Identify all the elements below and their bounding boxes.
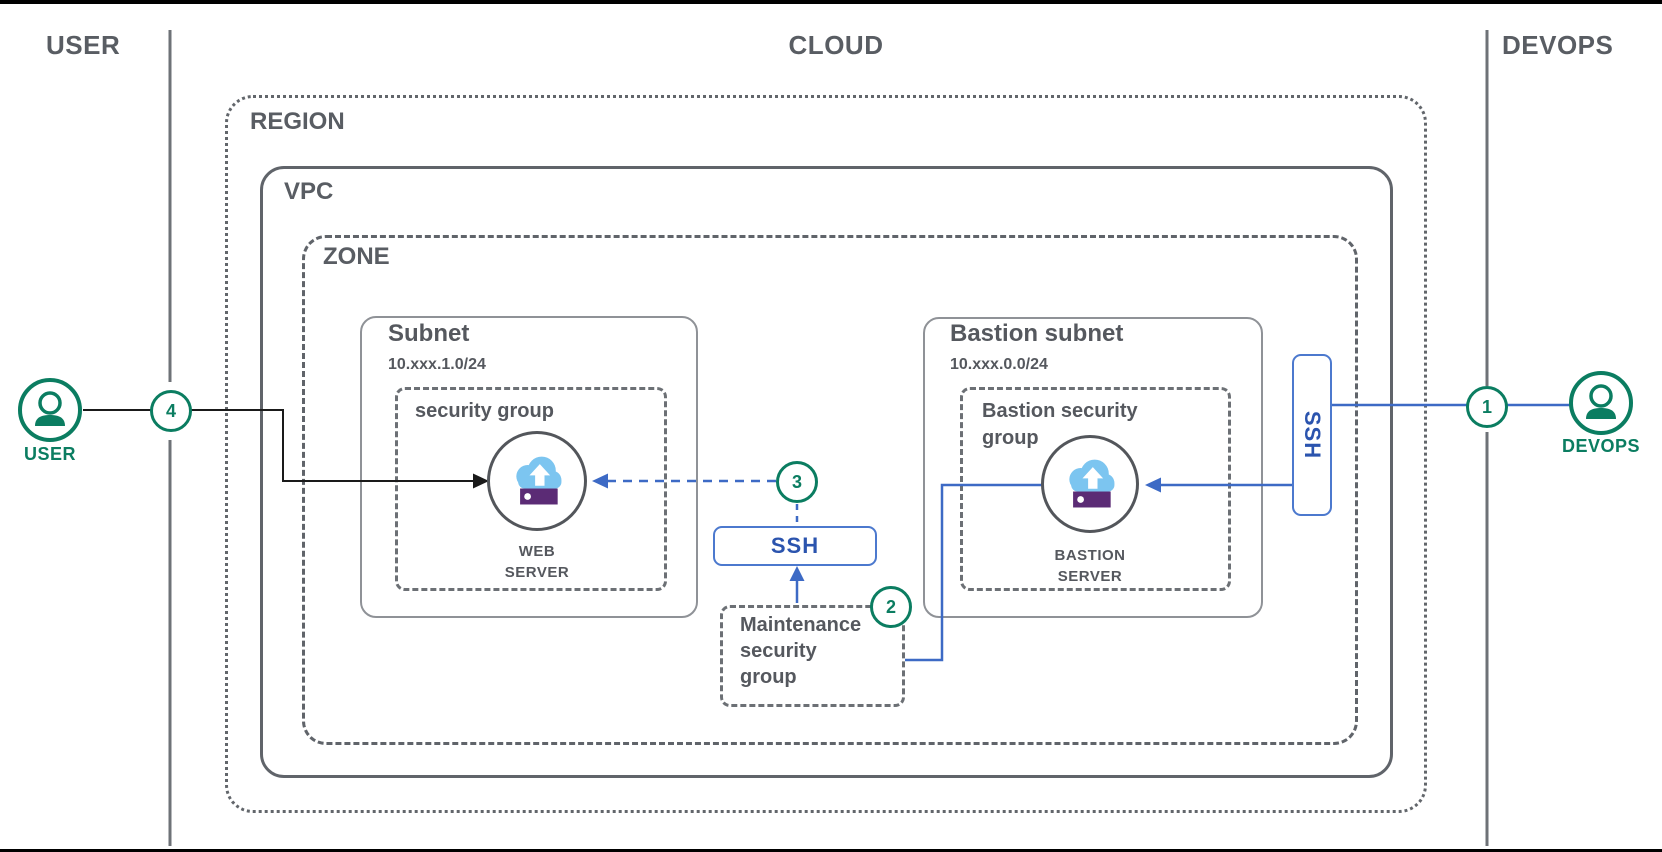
lane-label-user: USER <box>46 30 121 60</box>
devops-icon <box>1568 370 1634 441</box>
vpc-label: VPC <box>284 178 334 205</box>
user-icon <box>17 377 83 448</box>
ssh-box-horizontal: SSH <box>713 526 877 566</box>
lane-label-devops: DEVOPS <box>1502 30 1614 60</box>
maintenance-security-group-label: Maintenance security group <box>740 612 861 690</box>
cloud-upload-server-icon <box>1069 459 1115 508</box>
bastion-security-group-label: Bastion security group <box>982 398 1138 452</box>
maintenance-line2: security <box>740 640 817 662</box>
web-server-label: WEB SERVER <box>504 543 570 581</box>
step-2-badge: 2 <box>870 586 912 628</box>
zone-box <box>302 235 1358 745</box>
step-4-badge: 4 <box>150 390 192 432</box>
bastion-subnet-box <box>923 317 1263 618</box>
cloud-upload-server-icon <box>516 456 562 505</box>
bastion-server-icon <box>1041 435 1139 533</box>
bastion-subnet-cidr: 10.xxx.0.0/24 <box>950 356 1048 373</box>
web-subnet-box <box>360 316 698 618</box>
devops-icon-label: DEVOPS <box>1561 436 1641 456</box>
web-subnet-title: Subnet <box>388 320 470 347</box>
step-1-badge: 1 <box>1466 386 1508 428</box>
region-label: REGION <box>250 108 345 135</box>
bastion-security-group-line1: Bastion security <box>982 400 1138 422</box>
bastion-security-group-box <box>960 387 1231 591</box>
ssh-box-vertical: SSH <box>1292 354 1332 516</box>
web-security-group-label: security group <box>415 400 554 422</box>
bastion-server-label: BASTION SERVER <box>1054 547 1126 585</box>
web-server-icon <box>487 431 587 531</box>
bastion-security-group-line2: group <box>982 427 1039 449</box>
top-border <box>0 0 1662 4</box>
web-security-group-box <box>395 387 667 591</box>
maintenance-line3: group <box>740 666 797 688</box>
step-3-badge: 3 <box>776 461 818 503</box>
bottom-border <box>0 849 1662 852</box>
zone-label: ZONE <box>323 243 390 270</box>
vpc-box <box>260 166 1393 778</box>
bastion-subnet-title: Bastion subnet <box>950 320 1124 347</box>
maintenance-line1: Maintenance <box>740 614 862 636</box>
web-subnet-cidr: 10.xxx.1.0/24 <box>388 356 486 373</box>
region-box <box>225 95 1427 813</box>
maintenance-security-group-box <box>720 605 905 707</box>
lane-label-cloud: CLOUD <box>788 30 884 60</box>
user-icon-label: USER <box>23 444 76 464</box>
